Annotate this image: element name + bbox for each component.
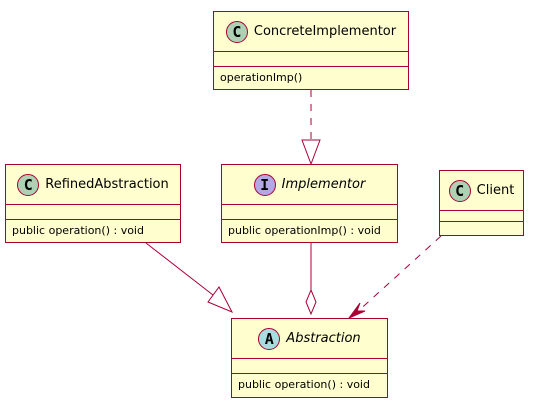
attributes-compartment bbox=[6, 205, 180, 219]
class-refined-abstraction: C RefinedAbstraction public operation() … bbox=[5, 164, 181, 243]
methods-separator bbox=[440, 221, 523, 222]
attributes-separator bbox=[232, 358, 387, 359]
class-stereotype-icon: C bbox=[225, 20, 248, 43]
class-name: Abstraction bbox=[286, 331, 361, 346]
abstract-stereotype-icon: A bbox=[258, 327, 281, 350]
dependency-arrowhead bbox=[347, 302, 366, 320]
attributes-separator bbox=[440, 210, 523, 211]
abstract-class-abstraction: A Abstraction public operation() : void bbox=[231, 318, 388, 398]
generalization-arrowhead bbox=[207, 286, 234, 313]
interface-stereotype-icon: I bbox=[253, 173, 276, 196]
methods-separator bbox=[222, 219, 397, 220]
class-name: Client bbox=[476, 183, 515, 198]
class-name: RefinedAbstraction bbox=[45, 177, 169, 192]
class-stereotype-icon: C bbox=[448, 179, 471, 202]
methods-separator bbox=[6, 219, 180, 220]
class-stereotype-icon: C bbox=[17, 173, 40, 196]
attributes-separator bbox=[214, 51, 408, 52]
aggregation-diamond bbox=[305, 288, 317, 316]
class-method: public operationImp() : void bbox=[228, 223, 381, 237]
attributes-separator bbox=[6, 204, 180, 205]
methods-separator bbox=[232, 373, 387, 374]
interface-implementor: I Implementor public operationImp() : vo… bbox=[221, 164, 398, 243]
class-method: public operation() : void bbox=[238, 378, 370, 391]
class-header: A Abstraction bbox=[232, 319, 387, 358]
class-method: public operation() : void bbox=[12, 223, 144, 237]
attributes-compartment bbox=[440, 211, 523, 221]
class-method: operationImp() bbox=[220, 70, 303, 84]
dependency-line bbox=[354, 235, 442, 315]
attributes-compartment bbox=[232, 359, 387, 373]
class-header: C ConcreteImplementor bbox=[214, 12, 408, 51]
class-header: C RefinedAbstraction bbox=[6, 165, 180, 204]
realization-arrowhead bbox=[301, 139, 321, 166]
attributes-compartment bbox=[214, 52, 408, 66]
class-concrete-implementor: C ConcreteImplementor operationImp() bbox=[213, 11, 409, 90]
attributes-separator bbox=[222, 204, 397, 205]
class-client: C Client bbox=[439, 170, 524, 236]
class-name: Implementor bbox=[281, 177, 366, 192]
attributes-compartment bbox=[222, 205, 397, 219]
methods-compartment bbox=[440, 222, 523, 232]
class-header: I Implementor bbox=[222, 165, 397, 204]
class-name: ConcreteImplementor bbox=[253, 24, 397, 39]
class-header: C Client bbox=[440, 171, 523, 210]
generalization-line bbox=[145, 242, 214, 296]
methods-separator bbox=[214, 66, 408, 67]
